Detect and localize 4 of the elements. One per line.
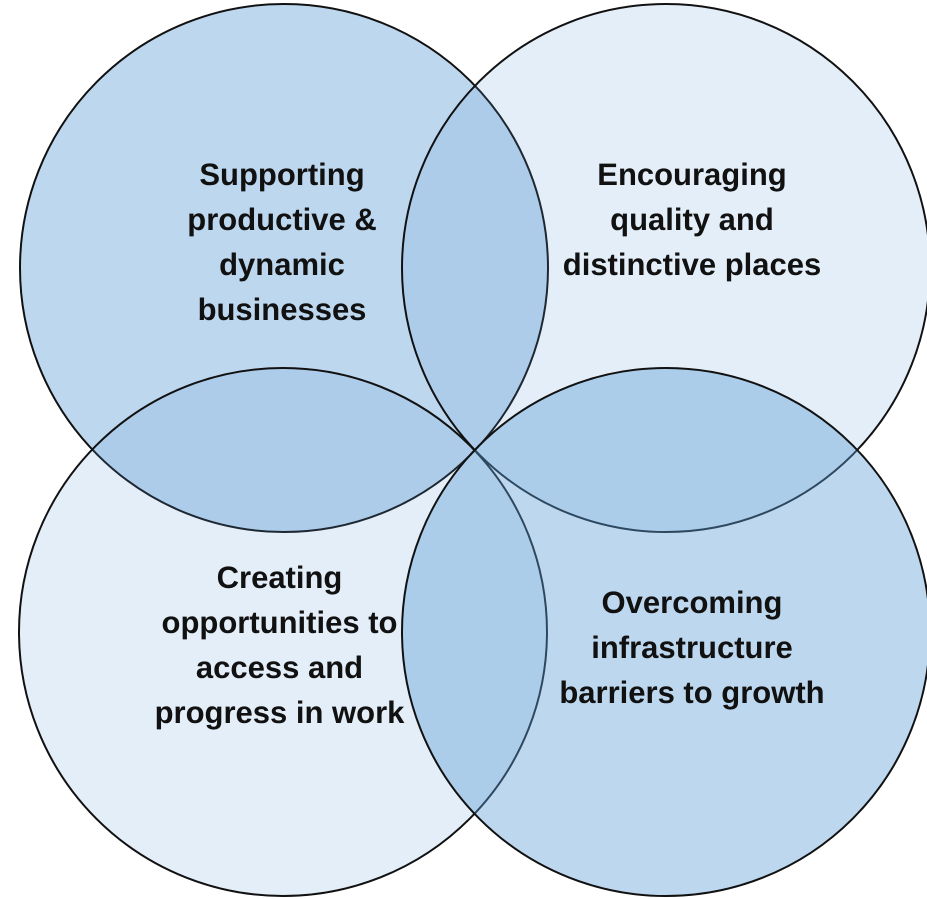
circle-label: Supporting productive & dynamic businesses	[186, 156, 378, 329]
circle-label: Creating opportunities to access and progress in work	[154, 559, 406, 732]
circle-label: Overcoming infrastructure barriers to growth	[558, 584, 826, 712]
circle-label: Encouraging quality and distinctive places	[562, 156, 822, 284]
